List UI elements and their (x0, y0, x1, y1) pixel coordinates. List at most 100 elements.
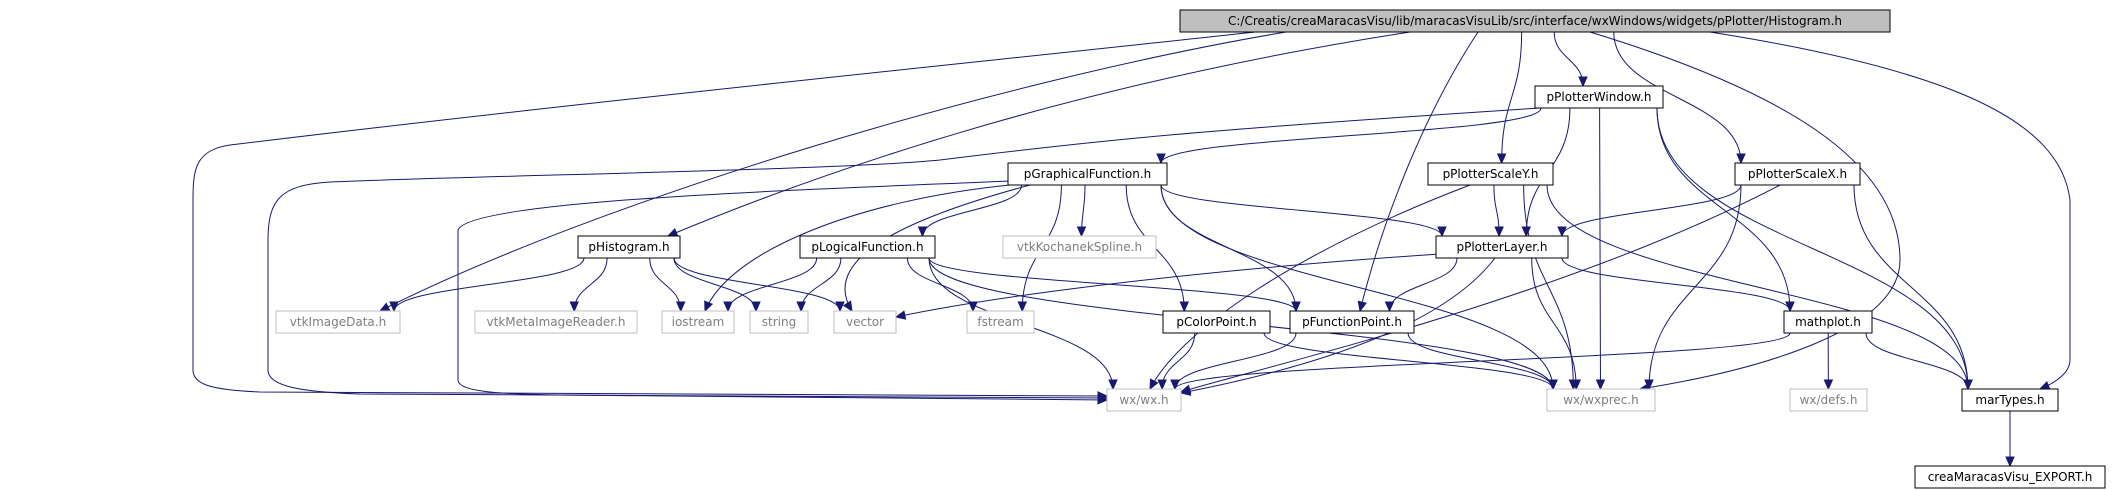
edge-phistogram-to-vtkimagedata (389, 257, 585, 313)
node-box (1106, 388, 1182, 412)
node-martypes[interactable]: marTypes.h (1961, 388, 2059, 412)
node-label: marTypes.h (1975, 393, 2044, 407)
edge-pplotterlayer-to-wxwx (1179, 257, 1496, 396)
node-pplotterscalex[interactable]: pPlotterScaleX.h (1734, 162, 1861, 186)
node-wxwxprec: wx/wxprec.h (1546, 388, 1656, 412)
edge-arrowhead (1548, 379, 1558, 391)
node-plogicalfunction[interactable]: pLogicalFunction.h (799, 235, 936, 259)
edge-line (1180, 257, 1496, 394)
edge-arrowhead (796, 301, 806, 313)
edge-arrowhead (1108, 379, 1118, 391)
edge-pgraphicalfunction-to-wxwx (457, 180, 1109, 405)
edge-line (928, 257, 1297, 312)
node-label: pPlotterScaleX.h (1748, 167, 1847, 181)
edge-arrowhead (751, 301, 761, 313)
edge-line (1174, 332, 1791, 390)
edge-plogicalfunction-to-string (796, 257, 842, 313)
edge-pplotterlayer-to-wxwxprec (1531, 257, 1582, 391)
node-histogram[interactable]: C:/Creatis/creaMaracasVisu/lib/maracasVi… (1179, 9, 1891, 33)
edge-arrowhead (1170, 379, 1180, 391)
edge-line (1174, 332, 1297, 390)
edge-arrowhead (675, 301, 686, 313)
edge-pcolorpoint-to-wxwxprec (1263, 332, 1558, 391)
edge-pgraphicalfunction-to-pplotterlayer (1160, 184, 1447, 238)
node-export[interactable]: creaMaracasVisu_EXPORT.h (1914, 465, 2106, 489)
edge-line (895, 253, 1441, 318)
node-phistogram[interactable]: pHistogram.h (577, 235, 681, 259)
edge-line (1501, 31, 1523, 164)
edge-line (1553, 31, 1584, 87)
edge-pplotterscalex-to-pplotterlayer (1557, 184, 1742, 238)
edge-line (1180, 184, 1781, 393)
edge-arrowhead (704, 300, 714, 313)
edge-arrowhead (1823, 379, 1834, 391)
edge-arrowhead (1157, 379, 1167, 391)
edge-pplotterlayer-to-pfunctionpoint (1384, 257, 1458, 313)
node-box (1789, 388, 1868, 412)
node-label: vtkImageData.h (290, 315, 386, 329)
edge-phistogram-to-iostream (649, 257, 686, 313)
node-box (1783, 310, 1873, 334)
edge-arrowhead (666, 227, 679, 237)
node-box (1734, 162, 1861, 186)
edge-histogram-to-phistogram (666, 31, 1411, 237)
edge-arrowhead (1736, 153, 1746, 165)
edge-line (1709, 31, 2071, 390)
node-box (1914, 465, 2106, 489)
node-label: C:/Creatis/creaMaracasVisu/lib/maracasVi… (1228, 14, 1842, 28)
edge-line (1160, 107, 1542, 164)
node-label: wx/wx.h (1119, 393, 1168, 407)
edge-arrowhead (1644, 379, 1654, 391)
edge-pcolorpoint-to-wxwx (1157, 332, 1196, 391)
edge-histogram-to-pplotterscalex (1613, 31, 1746, 165)
node-box (749, 310, 809, 334)
edge-arrowhead (1557, 226, 1567, 238)
edge-arrowhead (1785, 301, 1795, 313)
node-pfunctionpoint[interactable]: pFunctionPoint.h (1289, 310, 1415, 334)
node-box (799, 235, 936, 259)
node-mathplot[interactable]: mathplot.h (1783, 310, 1873, 334)
node-string: string (749, 310, 809, 334)
node-pcolorpoint[interactable]: pColorPoint.h (1162, 310, 1271, 334)
edge-line (457, 180, 1108, 401)
node-pplotterwindow[interactable]: pPlotterWindow.h (1534, 85, 1664, 109)
edge-line (1656, 107, 1791, 312)
edge-arrowhead (1156, 153, 1166, 165)
node-label: vtkKochanekSpline.h (1017, 240, 1142, 254)
node-label: vtkMetaImageReader.h (487, 315, 626, 329)
edge-arrowhead (1179, 301, 1190, 313)
edge-pplotterwindow-to-pgraphicalfunction (1156, 107, 1542, 165)
node-pplotterscaley[interactable]: pPlotterScaleY.h (1427, 162, 1554, 186)
node-box (1546, 388, 1656, 412)
edge-line (192, 31, 1256, 397)
node-box (1162, 310, 1271, 334)
node-box (1002, 235, 1157, 259)
edge-phistogram-to-vector (673, 257, 845, 313)
edge-arrowhead (2005, 456, 2015, 468)
edge-arrowhead (1149, 378, 1159, 391)
node-vtkimagedata: vtkImageData.h (275, 310, 401, 334)
edge-arrowhead (1179, 386, 1192, 396)
edge-line (1359, 31, 1479, 312)
edge-arrowhead (1076, 226, 1087, 238)
edge-line (267, 107, 1541, 399)
edge-line (1389, 257, 1458, 312)
node-label: creaMaracasVisu_EXPORT.h (1928, 470, 2093, 484)
node-box (275, 310, 401, 334)
edge-arrowhead (1097, 395, 1109, 405)
edge-histogram-to-pfunctionpoint (1357, 31, 1479, 313)
edge-mathplot-to-wxwx (1170, 332, 1791, 391)
node-pgraphicalfunction[interactable]: pGraphicalFunction.h (1007, 162, 1168, 186)
edge-pplotterwindow-to-wxwxprec (1595, 107, 1606, 391)
node-label: string (762, 315, 796, 329)
edge-line (379, 31, 1287, 312)
node-pplotterlayer[interactable]: pPlotterLayer.h (1435, 235, 1569, 259)
edge-phistogram-to-string (673, 257, 761, 313)
edge-histogram-to-martypes (1709, 31, 2071, 390)
node-box (1289, 310, 1415, 334)
edge-line (1561, 257, 1791, 312)
edge-line (1865, 332, 1969, 390)
node-wxdefs: wx/defs.h (1789, 388, 1868, 412)
edge-arrowhead (389, 301, 399, 313)
edge-arrowhead (1384, 301, 1395, 313)
